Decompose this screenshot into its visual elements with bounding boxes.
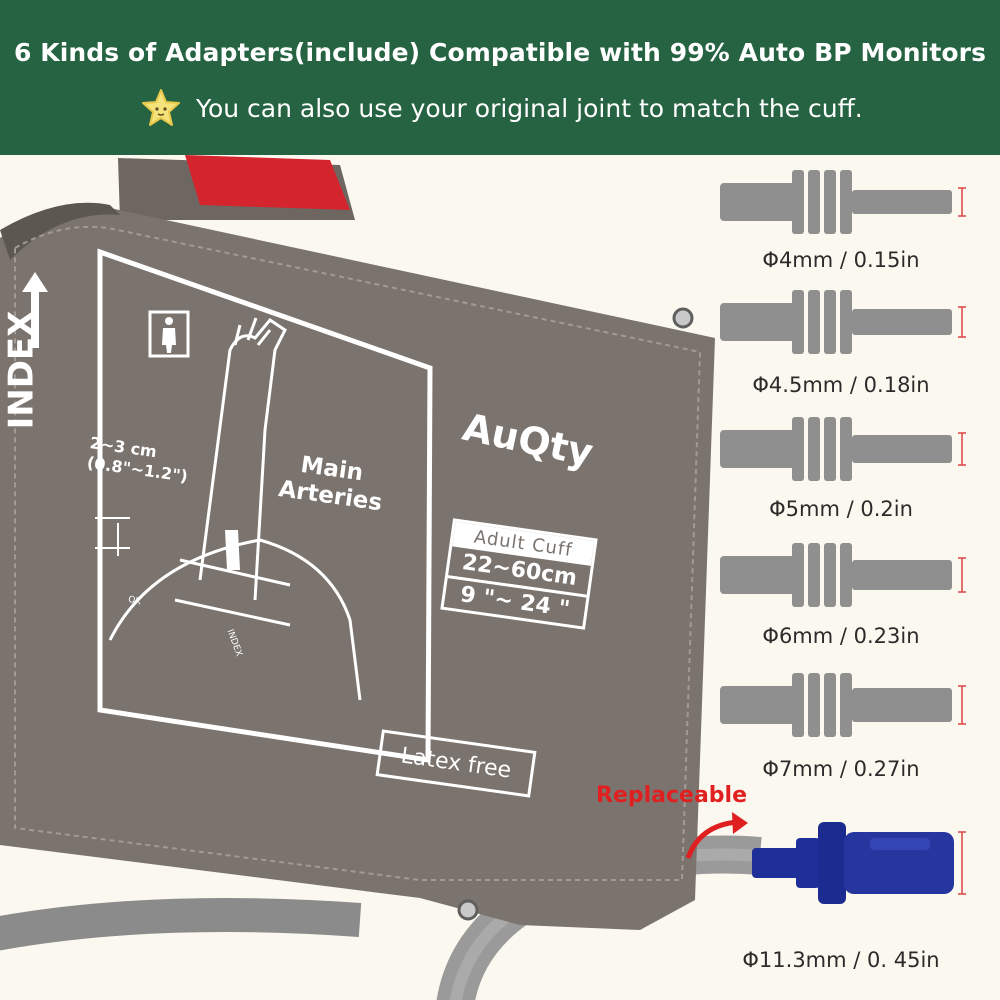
adapter-caption-1: Φ4mm / 0.15in <box>762 248 920 272</box>
blue-connector <box>752 822 966 904</box>
up-arrow-icon <box>22 272 48 348</box>
adapter-caption-5: Φ7mm / 0.27in <box>762 757 920 781</box>
replaceable-label: Replaceable <box>596 783 748 808</box>
adapter-3 <box>720 417 966 481</box>
person-icon <box>148 310 190 358</box>
adapter-caption-6: Φ11.3mm / 0. 45in <box>742 948 940 972</box>
header-banner: 6 Kinds of Adapters(include) Compatible … <box>0 0 1000 155</box>
adapter-caption-2: Φ4.5mm / 0.18in <box>752 373 930 397</box>
adapter-5 <box>720 673 966 737</box>
adapter-4 <box>720 543 966 607</box>
adapter-caption-3: Φ5mm / 0.2in <box>769 497 913 521</box>
adapter-2 <box>720 290 966 354</box>
adapter-caption-4: Φ6mm / 0.23in <box>762 624 920 648</box>
banner-subtitle: You can also use your original joint to … <box>196 93 863 123</box>
star-icon <box>142 89 180 126</box>
banner-title: 6 Kinds of Adapters(include) Compatible … <box>13 38 987 67</box>
banner-subtitle-row: You can also use your original joint to … <box>140 88 863 128</box>
adapter-1 <box>720 170 966 234</box>
